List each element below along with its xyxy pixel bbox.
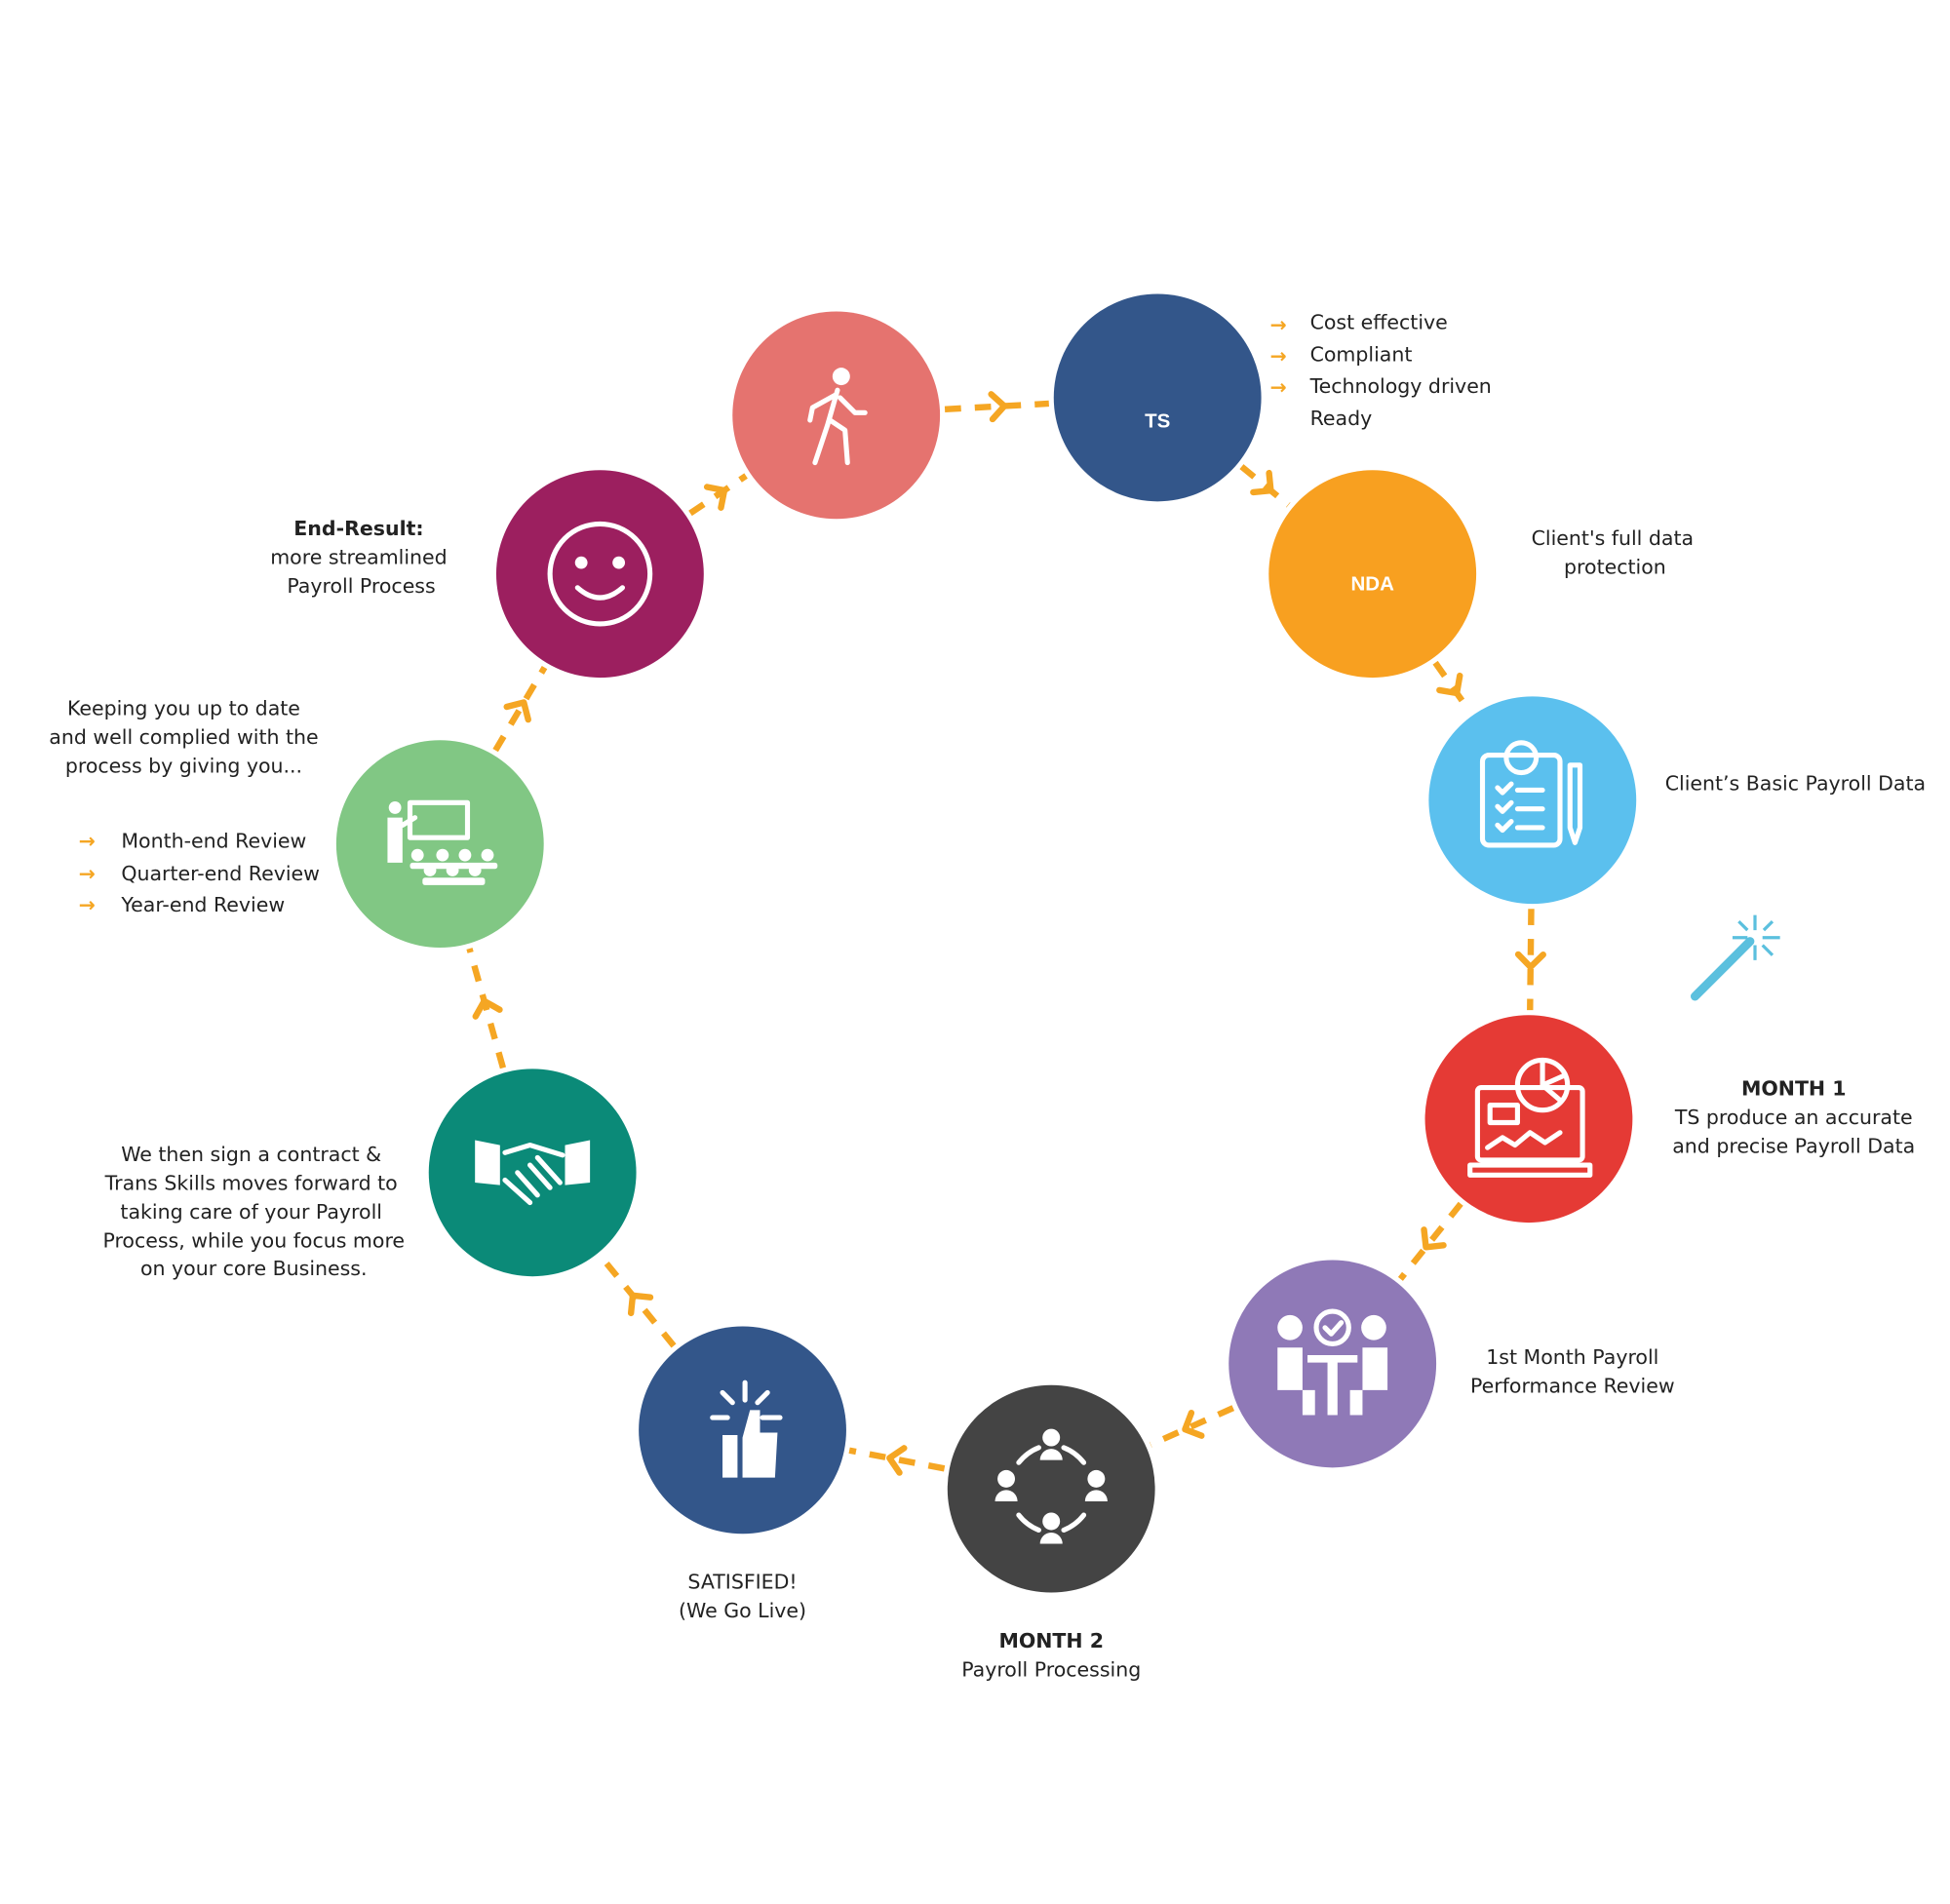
dashed-connector: [492, 666, 548, 753]
month2-text: MONTH 2 Payroll Processing: [961, 1629, 1141, 1681]
svg-text:→: →: [1270, 375, 1287, 399]
ts-bullet: Cost effective: [1310, 310, 1448, 333]
step-review: [1228, 1260, 1437, 1468]
svg-text:→: →: [79, 862, 96, 885]
svg-text:Keeping you up to date: Keeping you up to date: [67, 697, 300, 720]
step-ts: TS: [1053, 293, 1262, 502]
review-text: 1st Month Payroll Performance Review: [1470, 1345, 1675, 1397]
result-text: End-Result: more streamlined Payroll Pro…: [270, 517, 447, 598]
svg-text:1st Month Payroll: 1st Month Payroll: [1486, 1345, 1658, 1369]
contract-text: We then sign a contract & Trans Skills m…: [102, 1143, 405, 1280]
ts-bullet: Compliant: [1310, 343, 1413, 367]
team-cycle-icon: [994, 1428, 1108, 1544]
svg-text:process by giving you...: process by giving you...: [65, 755, 302, 778]
svg-text:and precise Payroll Data: and precise Payroll Data: [1672, 1134, 1915, 1157]
arrow-chevron-icon: [1250, 469, 1274, 496]
arrow-chevron-icon: [1182, 1410, 1205, 1439]
svg-text:→: →: [1270, 344, 1287, 368]
svg-text:We then sign a contract &: We then sign a contract &: [121, 1143, 381, 1166]
thumbs-up-icon: [710, 1379, 783, 1478]
dashed-connector: [944, 400, 1049, 412]
svg-text:protection: protection: [1564, 556, 1666, 579]
svg-text:Payroll Process: Payroll Process: [287, 574, 435, 598]
step-satisfied: [639, 1326, 846, 1535]
training-bullet: Year-end Review: [120, 893, 285, 916]
training-text: Keeping you up to date and well complied…: [49, 697, 320, 916]
svg-text:Performance Review: Performance Review: [1470, 1374, 1675, 1397]
dashed-connector: [688, 473, 748, 517]
clipboard-text: Client’s Basic Payroll Data: [1665, 771, 1926, 795]
training-presentation-icon: [387, 799, 498, 885]
svg-text:and well complied with the: and well complied with the: [49, 725, 318, 749]
dashed-connector: [1149, 1405, 1235, 1448]
meeting-review-icon: [1277, 1308, 1388, 1416]
training-bullet: Month-end Review: [121, 829, 306, 852]
step-training: [335, 740, 544, 949]
dashed-connector: [1239, 464, 1291, 508]
training-bullet: Quarter-end Review: [121, 862, 320, 885]
magic-wand-icon: [1690, 914, 1780, 1001]
svg-text:→: →: [79, 893, 96, 916]
svg-text:SATISFIED!: SATISFIED!: [687, 1571, 797, 1594]
arrow-chevron-icon: [703, 484, 728, 511]
svg-text:taking care of your Payroll: taking care of your Payroll: [120, 1200, 382, 1224]
arrow-chevron-icon: [1421, 1226, 1447, 1251]
walking-person-icon: [807, 368, 868, 466]
ts-bullet: Technology driven: [1309, 374, 1492, 398]
dashed-arrows: [466, 391, 1546, 1476]
dashed-connector: [599, 1255, 677, 1348]
svg-text:→: →: [79, 829, 96, 852]
dashed-connector: [1527, 909, 1535, 1011]
arrow-chevron-icon: [988, 391, 1008, 423]
nda-text: Client's full data protection: [1532, 526, 1694, 578]
step-result: [495, 470, 704, 679]
arrow-chevron-icon: [627, 1292, 654, 1317]
arrow-chevron-icon: [886, 1445, 908, 1476]
arrow-chevron-icon: [1436, 672, 1463, 697]
svg-text:(We Go Live): (We Go Live): [679, 1599, 806, 1622]
step-month1: [1424, 1015, 1633, 1224]
svg-text:→: →: [1270, 313, 1287, 336]
svg-text:more streamlined: more streamlined: [270, 545, 447, 568]
clipboard-checklist-icon: [1479, 740, 1583, 848]
svg-text:Process, while you focus more: Process, while you focus more: [102, 1229, 405, 1253]
ts-benefits: → Cost effective → Compliant → Technolog…: [1270, 310, 1492, 430]
arrow-chevron-icon: [503, 699, 531, 723]
nda-logo: NDA: [1350, 572, 1394, 595]
dashed-connector: [848, 1447, 946, 1472]
ts-extra: Ready: [1310, 407, 1373, 430]
month1-text: MONTH 1 TS produce an accurate and preci…: [1672, 1076, 1915, 1157]
svg-text:MONTH 2: MONTH 2: [998, 1629, 1104, 1652]
svg-text:MONTH 1: MONTH 1: [1741, 1076, 1847, 1100]
dashed-connector: [1397, 1201, 1463, 1281]
svg-text:TS produce an accurate: TS produce an accurate: [1674, 1106, 1913, 1129]
ts-logo: TS: [1145, 410, 1170, 433]
svg-text:End-Result:: End-Result:: [293, 517, 423, 540]
smiley-face-icon: [547, 521, 653, 627]
svg-text:Client's full data: Client's full data: [1532, 526, 1694, 550]
arrow-chevron-icon: [472, 997, 503, 1020]
satisfied-text: SATISFIED! (We Go Live): [679, 1571, 806, 1622]
laptop-chart-icon: [1467, 1057, 1593, 1178]
dashed-connector: [1432, 660, 1473, 714]
step-walk: [732, 311, 941, 520]
step-clipboard: [1428, 696, 1637, 905]
svg-text:on your core Business.: on your core Business.: [140, 1257, 368, 1280]
svg-text:Payroll Processing: Payroll Processing: [961, 1657, 1141, 1681]
svg-text:Trans Skills moves forward to: Trans Skills moves forward to: [104, 1172, 398, 1195]
arrow-chevron-icon: [1514, 951, 1546, 971]
dashed-connector: [466, 948, 507, 1069]
step-month2: [947, 1384, 1155, 1593]
handshake-icon: [475, 1140, 591, 1206]
step-nda: NDA: [1268, 470, 1477, 679]
step-contract: [428, 1069, 637, 1277]
